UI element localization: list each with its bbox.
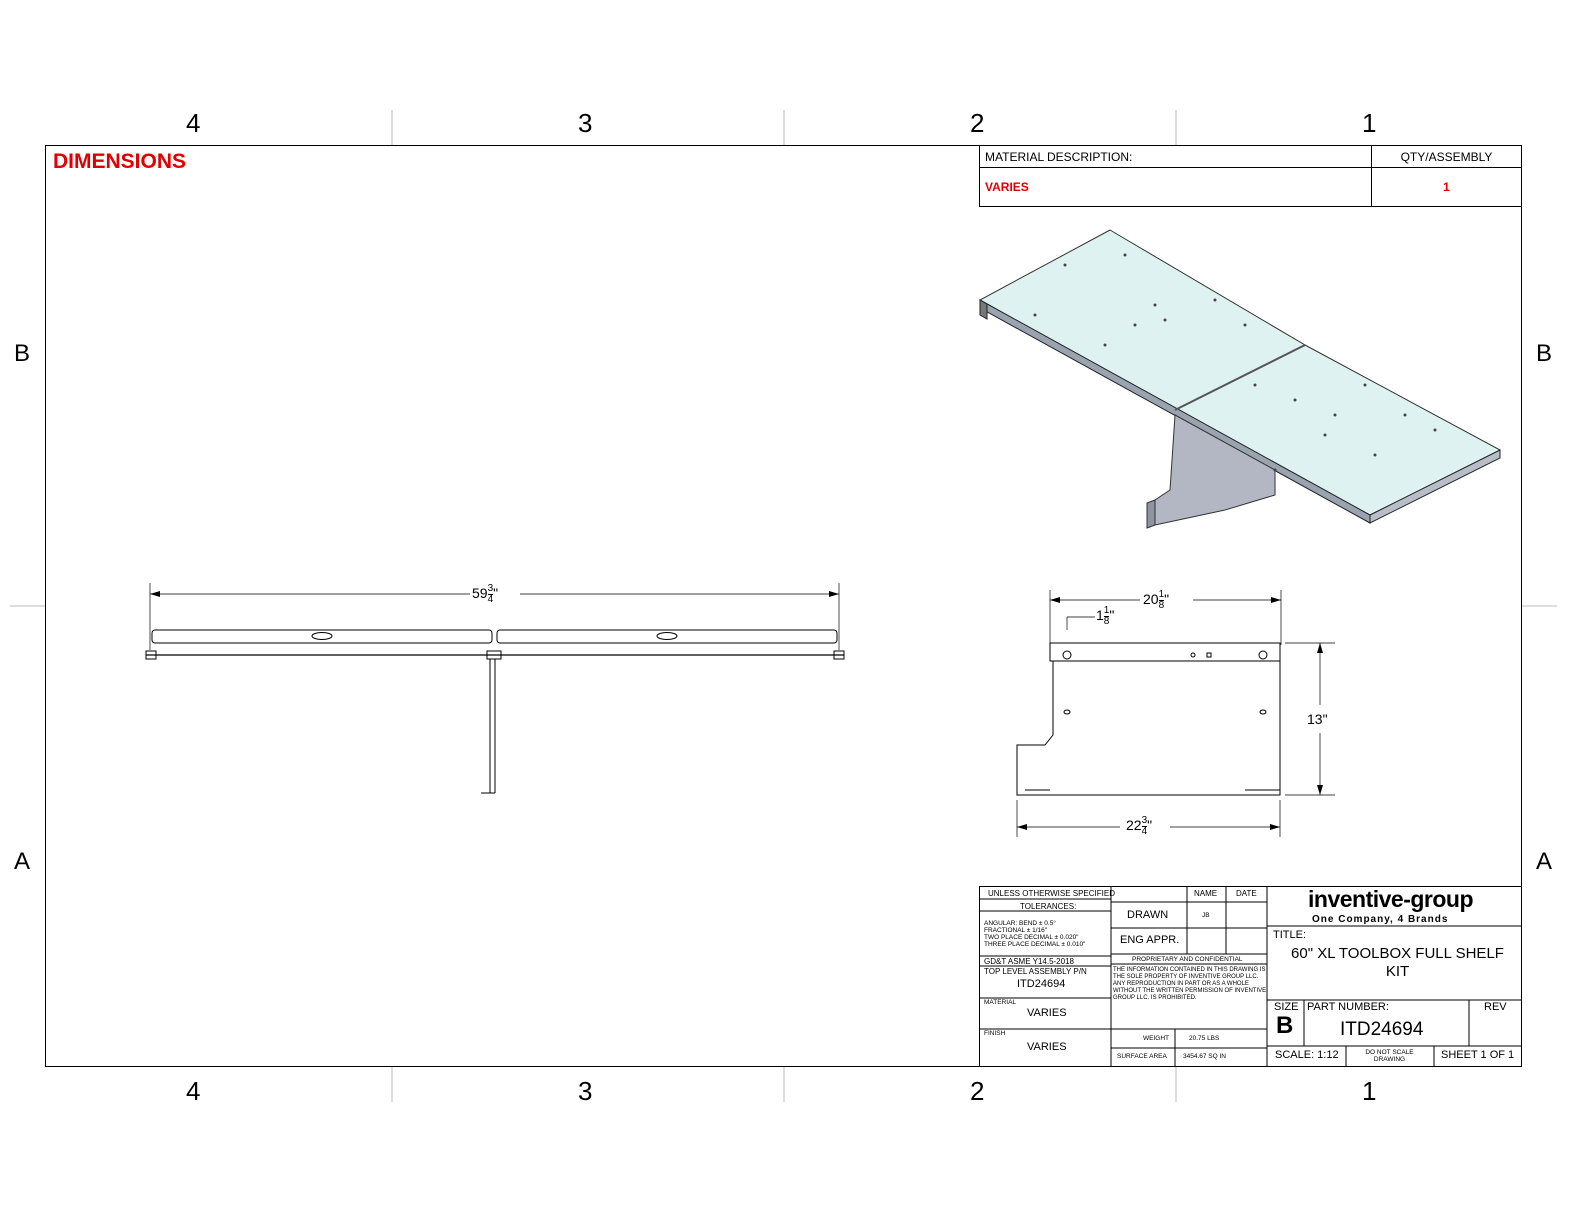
- tolerance-three-place: THREE PLACE DECIMAL ± 0.010": [984, 941, 1086, 948]
- scale-label: SCALE: 1:12: [1275, 1049, 1339, 1061]
- material-description-header: MATERIAL DESCRIPTION:: [979, 145, 1372, 168]
- title-label: TITLE:: [1273, 929, 1307, 941]
- qty-assembly-value: 1: [1371, 167, 1522, 207]
- weight-value: 20.75 LBS: [1189, 1035, 1220, 1042]
- weight-label: WEIGHT: [1143, 1035, 1169, 1042]
- top-level-assembly-label: TOP LEVEL ASSEMBLY P/N: [984, 967, 1087, 976]
- gdt-standard: GD&T ASME Y14.5-2018: [984, 957, 1074, 966]
- front-view: [145, 583, 845, 794]
- top-level-assembly-value: ITD24694: [1017, 978, 1066, 990]
- part-number-label: PART NUMBER:: [1307, 1001, 1389, 1013]
- unless-specified-label: UNLESS OTHERWISE SPECIFIED: [988, 889, 1115, 898]
- size-label: SIZE: [1274, 1001, 1299, 1013]
- proprietary-text: THE INFORMATION CONTAINED IN THIS DRAWIN…: [1113, 967, 1267, 1001]
- company-tagline: One Company, 4 Brands: [1312, 914, 1449, 925]
- side-view: [1016, 590, 1335, 837]
- height-dimension: 13": [1307, 711, 1328, 727]
- finish-label: FINISH: [984, 1030, 1006, 1037]
- tolerance-fractional: FRACTIONAL ± 1/16": [984, 927, 1048, 934]
- zone-row-b-right: B: [1536, 340, 1553, 367]
- zone-col-4-bottom: 4: [186, 1076, 201, 1106]
- title-block-grid: [979, 886, 1522, 1067]
- zone-col-2-top: 2: [970, 108, 985, 138]
- drawing-border: [45, 145, 1522, 1067]
- drawing-title-line1: 60" XL TOOLBOX FULL SHELF: [1291, 945, 1504, 962]
- tolerance-angular: ANGULAR: BEND ± 0.5°: [984, 920, 1056, 927]
- zone-row-b-left: B: [14, 340, 31, 367]
- material-description-value: VARIES: [979, 167, 1372, 207]
- eng-appr-label: ENG APPR.: [1120, 934, 1180, 946]
- zone-col-1-top: 1: [1362, 108, 1377, 138]
- dimensions-title: DIMENSIONS: [53, 150, 187, 173]
- isometric-view: [978, 229, 1502, 529]
- qty-assembly-header: QTY/ASSEMBLY: [1371, 145, 1522, 168]
- name-header: NAME: [1194, 889, 1218, 898]
- surface-area-value: 3454.67 SQ IN: [1183, 1053, 1226, 1060]
- revision-label: REV: [1484, 1001, 1507, 1013]
- zone-row-a-left: A: [14, 848, 31, 875]
- material-value: VARIES: [1027, 1007, 1067, 1019]
- drawn-label: DRAWN: [1127, 909, 1169, 921]
- size-value: B: [1276, 1012, 1294, 1039]
- zone-col-1-bottom: 1: [1362, 1076, 1377, 1106]
- material-description-table: MATERIAL DESCRIPTION: QTY/ASSEMBLY VARIE…: [979, 145, 1522, 207]
- zone-col-3-bottom: 3: [578, 1076, 593, 1106]
- drawn-name: JB: [1202, 912, 1210, 919]
- tolerance-two-place: TWO PLACE DECIMAL ± 0.020": [984, 934, 1079, 941]
- drawing-title-line2: KIT: [1385, 963, 1410, 980]
- surface-area-label: SURFACE AREA: [1117, 1053, 1167, 1060]
- finish-value: VARIES: [1027, 1041, 1067, 1053]
- zone-row-a-right: A: [1536, 848, 1553, 875]
- material-label: MATERIAL: [984, 999, 1017, 1006]
- company-logo: inventive-group: [1308, 886, 1474, 912]
- zone-col-4-top: 4: [186, 108, 201, 138]
- proprietary-header: PROPRIETARY AND CONFIDENTIAL: [1132, 956, 1243, 963]
- sheet-number: SHEET 1 OF 1: [1441, 1049, 1515, 1061]
- zone-col-3-top: 3: [578, 108, 593, 138]
- part-number-value: ITD24694: [1340, 1019, 1424, 1040]
- date-header: DATE: [1236, 889, 1257, 898]
- tolerances-label: TOLERANCES:: [1020, 902, 1077, 911]
- zone-col-2-bottom: 2: [970, 1076, 985, 1106]
